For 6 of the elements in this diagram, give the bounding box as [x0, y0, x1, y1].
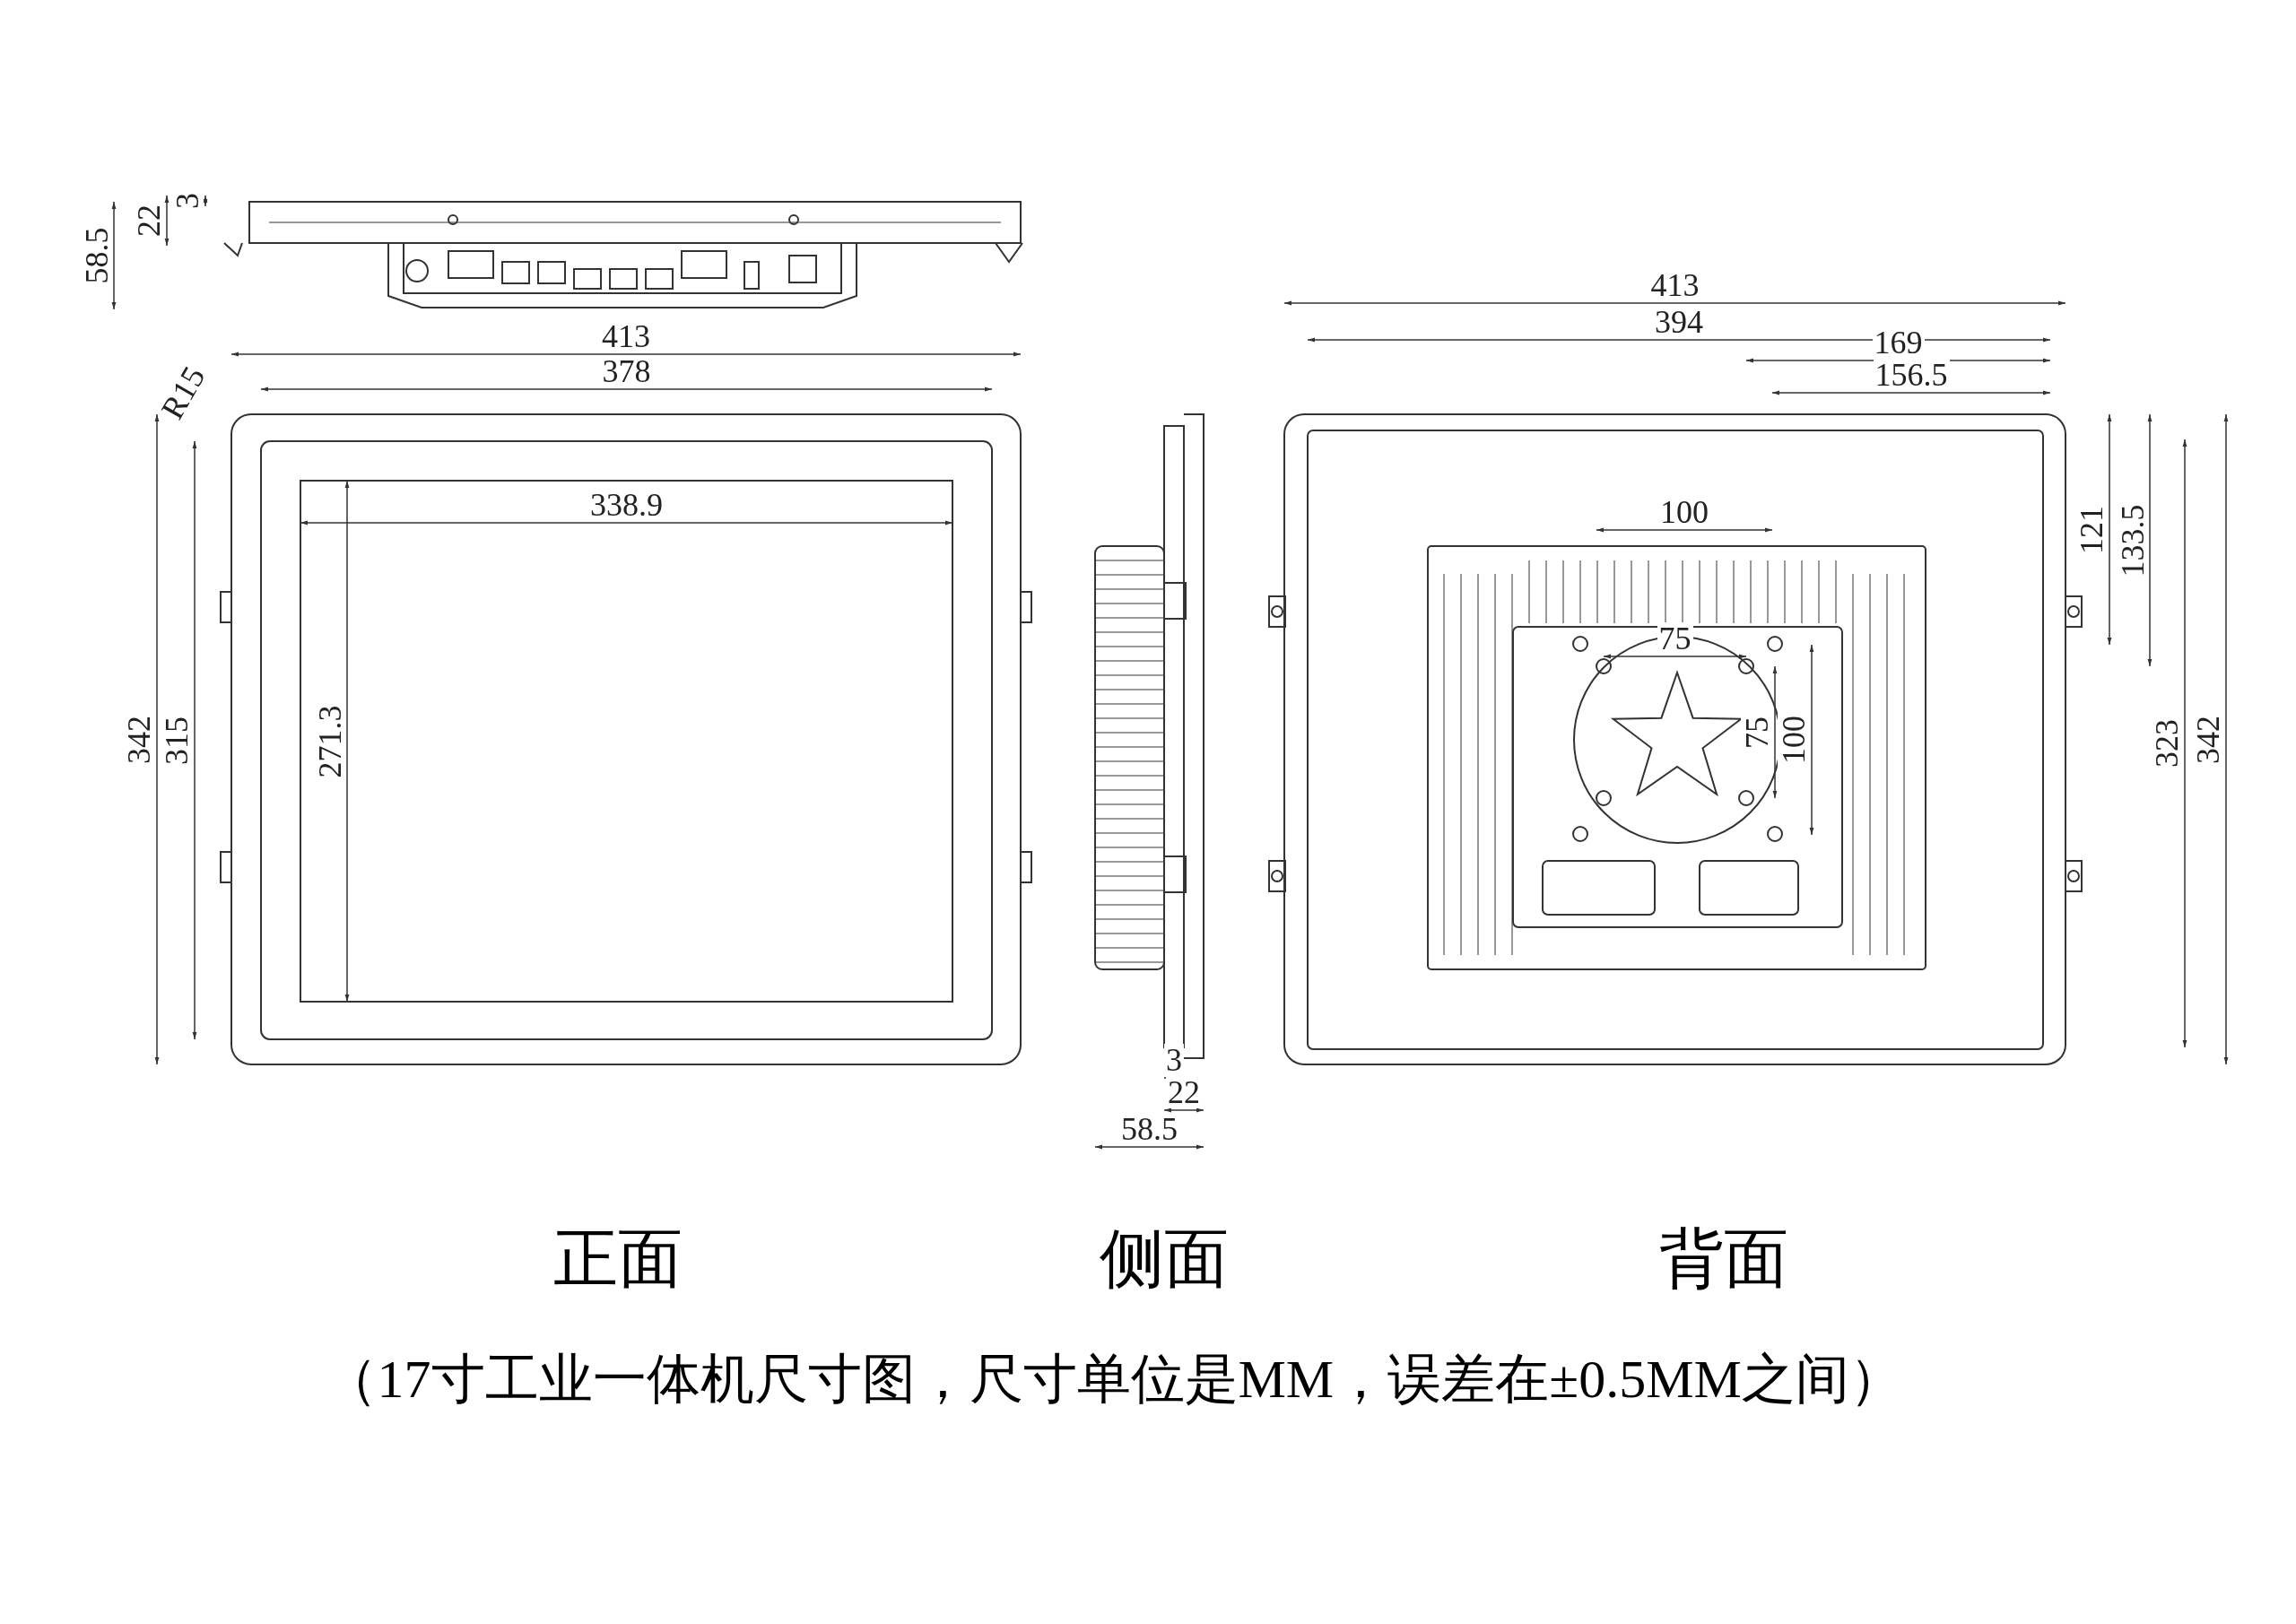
view-title: 侧面: [1100, 1227, 1229, 1291]
view-title: 正面: [553, 1227, 683, 1291]
dimension-label: 22: [1166, 1076, 1202, 1108]
caption: （17寸工业一体机尺寸图，尺寸单位是MM，误差在±0.5MM之间）: [323, 1352, 1903, 1406]
view-title: 背面: [1659, 1227, 1788, 1291]
dimension-label: 3: [1164, 1044, 1184, 1076]
